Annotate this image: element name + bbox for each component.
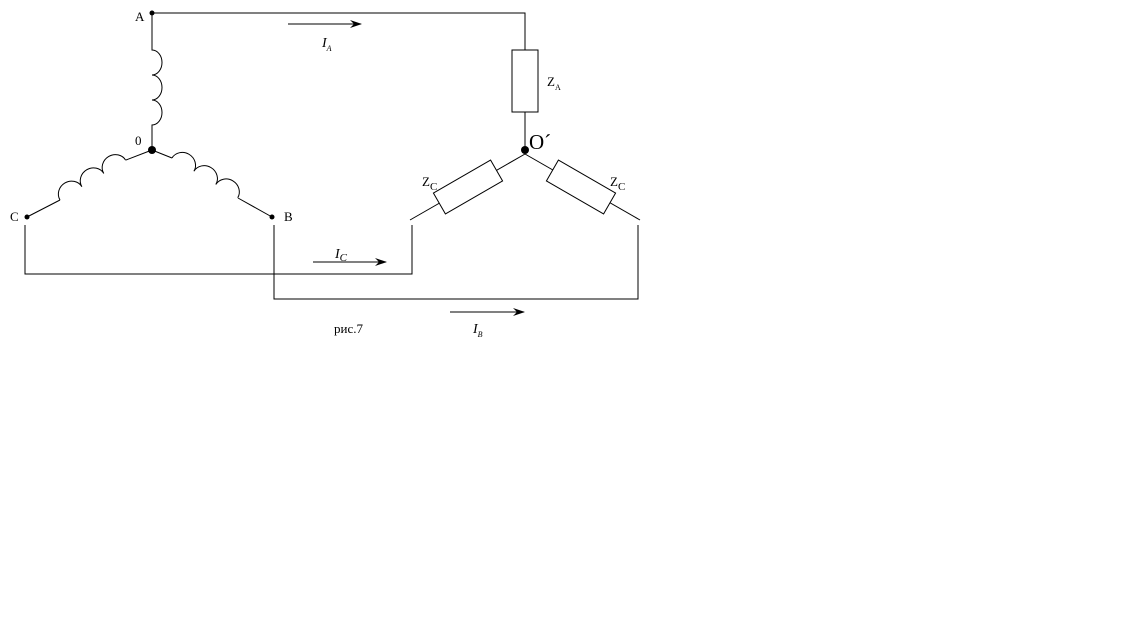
label-za: ZA (547, 74, 561, 92)
load-neutral-node (521, 146, 529, 154)
label-c: C (10, 209, 19, 224)
wire-a (152, 12, 526, 50)
source-coil-b (151, 149, 273, 218)
label-ib: IB (472, 322, 483, 339)
label-zc-right: ZC (610, 174, 625, 193)
neutral-node-0 (148, 146, 156, 154)
terminal-c (24, 214, 30, 220)
label-zc-left: ZC (422, 174, 437, 193)
figure-caption: рис.7 (334, 321, 363, 336)
impedance-zc-right (524, 153, 641, 221)
label-a: A (135, 9, 145, 24)
terminal-b (269, 214, 275, 220)
label-ia: IA (321, 36, 332, 53)
label-b: B (284, 209, 293, 224)
impedance-zc-left (409, 153, 526, 221)
label-load-neutral: O´ (529, 130, 551, 154)
source-coil-c (26, 149, 153, 218)
wire-c (24, 225, 413, 275)
source-coil-a (151, 13, 163, 150)
impedance-za (511, 49, 539, 113)
label-0: 0 (135, 133, 142, 148)
label-ic: IC (334, 247, 348, 264)
wire-b (273, 225, 639, 300)
